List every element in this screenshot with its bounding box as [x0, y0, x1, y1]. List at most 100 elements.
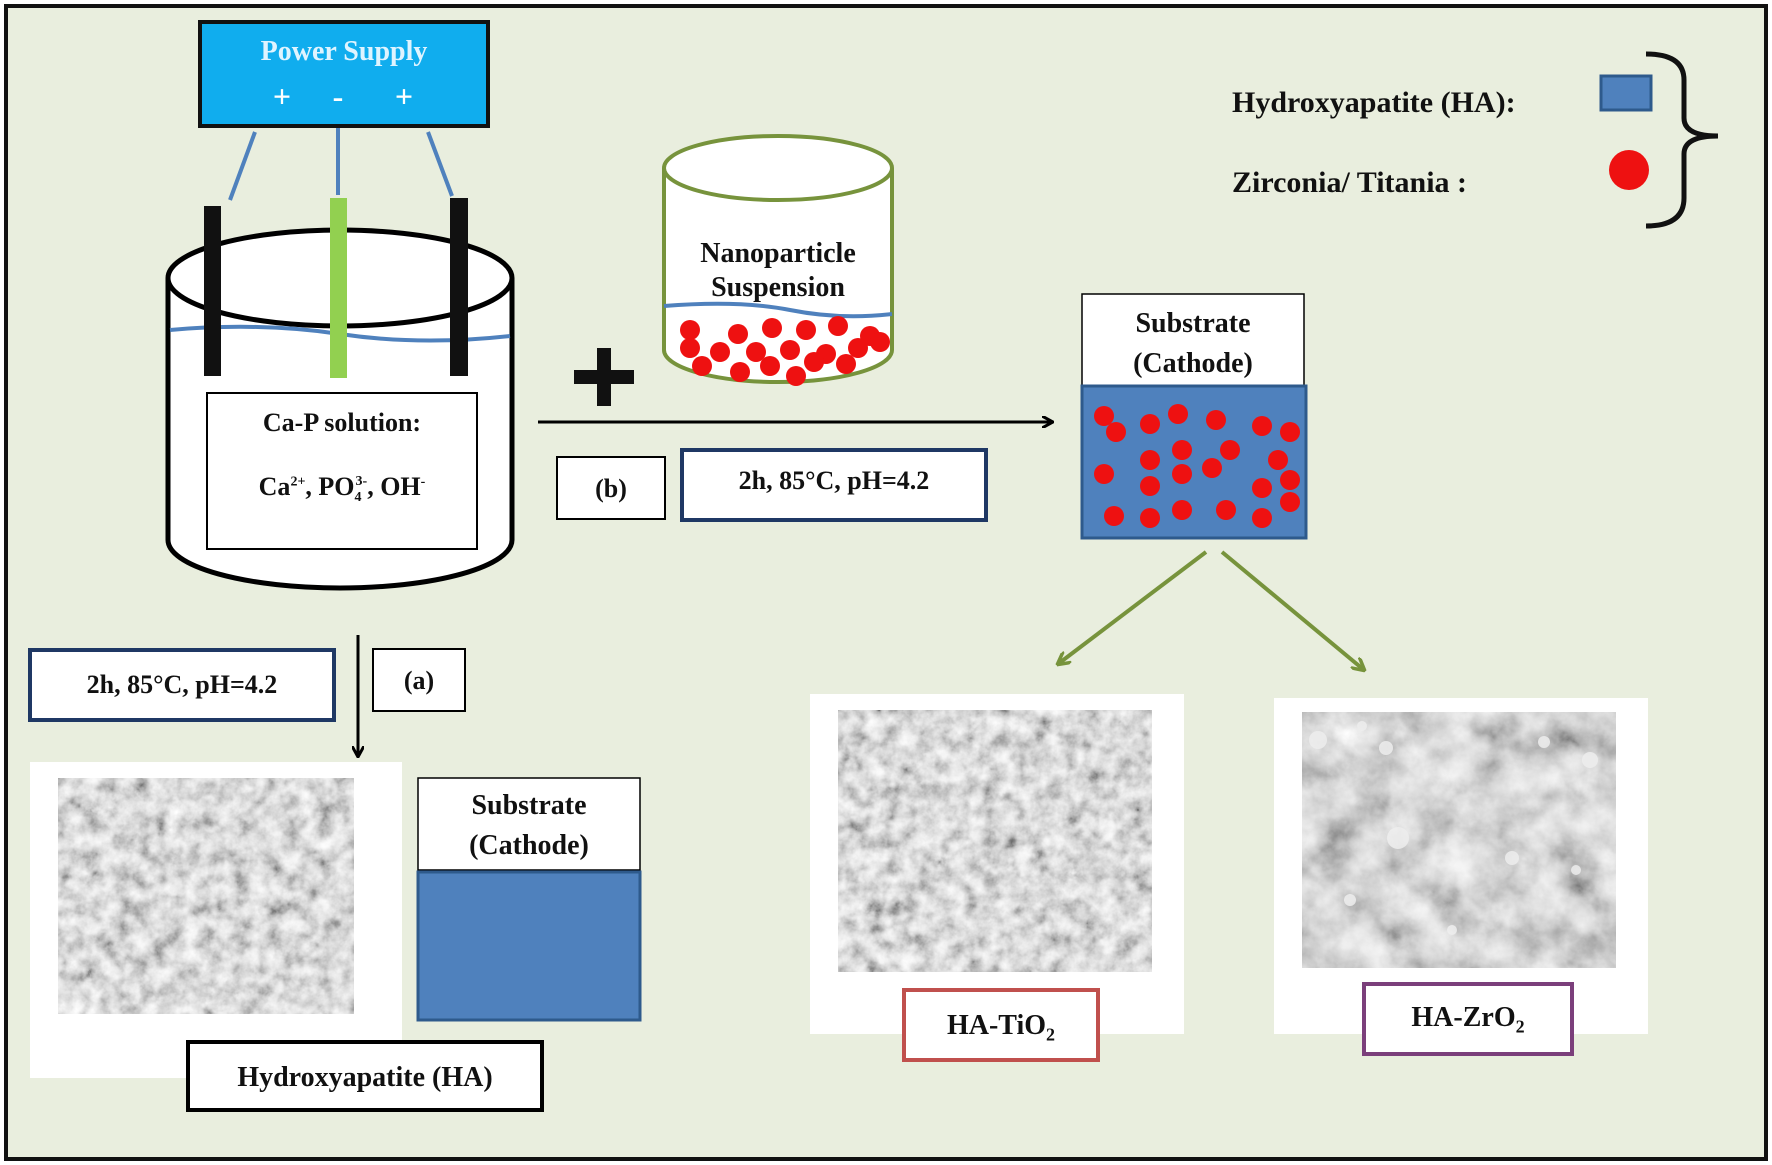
particle: [1206, 410, 1226, 430]
particle: [796, 320, 816, 340]
particle: [1309, 731, 1327, 749]
result-zro2-label: HA-ZrO2: [1366, 1002, 1570, 1038]
legend-ha-swatch: [1599, 74, 1653, 112]
arrow-to-tio2: [1058, 550, 1208, 664]
substrate-top-line1: Substrate: [1135, 308, 1251, 339]
particle: [1140, 450, 1160, 470]
route-b-tag: (b): [595, 474, 627, 503]
ion-po-subscript: 4: [354, 490, 362, 506]
sem-image-tio2: [838, 710, 1152, 972]
substrate-top-line2: (Cathode): [1133, 348, 1253, 379]
route-b-conditions-box: 2h, 85°C, pH=4.2: [680, 448, 988, 522]
result-tio2-text: HA-TiO: [946, 1010, 1047, 1041]
particle: [870, 332, 890, 352]
particle: [1140, 476, 1160, 496]
anode-center: [330, 198, 347, 378]
particle: [1505, 851, 1519, 865]
particle: [1344, 894, 1356, 906]
substrate-top-label-box: [1081, 293, 1305, 387]
particle: [1252, 416, 1272, 436]
result-tio2-subscript: 2: [1046, 1024, 1056, 1045]
particle: [1268, 450, 1288, 470]
cathode-left: [204, 206, 221, 376]
arrow-to-zro2: [1220, 550, 1364, 670]
ion-ca: Ca: [258, 472, 291, 501]
particle: [1094, 406, 1114, 426]
result-tio2-box: HA-TiO2: [902, 988, 1100, 1062]
terminal-plus-left: +: [272, 78, 292, 114]
result-zro2-text: HA-ZrO: [1411, 1002, 1516, 1033]
suspension-line2: Suspension: [711, 272, 845, 303]
wire-right: [426, 131, 454, 197]
particle: [730, 362, 750, 382]
substrate-bottom-line1: Substrate: [471, 790, 587, 821]
sem-image-ha: [58, 778, 354, 1014]
result-zro2-box: HA-ZrO2: [1362, 982, 1574, 1056]
particle: [786, 366, 806, 386]
particle: [848, 338, 868, 358]
particle: [1220, 440, 1240, 460]
result-tio2-label: HA-TiO2: [906, 1010, 1096, 1046]
particle: [1094, 464, 1114, 484]
sem-image-zro2: [1302, 712, 1616, 968]
particle: [1172, 440, 1192, 460]
terminal-minus: -: [332, 78, 344, 114]
ion-po-charge: 3-: [355, 474, 368, 490]
particle: [680, 338, 700, 358]
suspension-particles: [680, 316, 890, 386]
particle: [1379, 741, 1393, 755]
route-a-tag: (a): [403, 666, 435, 695]
cathode-right: [450, 198, 468, 376]
particle: [1280, 422, 1300, 442]
particle: [1202, 458, 1222, 478]
particle: [1140, 508, 1160, 528]
particle: [780, 340, 800, 360]
solution-box: Ca-P solution: Ca2+, PO43-, OH-: [206, 392, 478, 550]
ion-oh: OH: [380, 472, 421, 501]
result-ha-label: Hydroxyapatite (HA): [237, 1062, 493, 1093]
plus-sign-v: [597, 348, 611, 406]
route-a-tag-box: (a): [372, 648, 466, 712]
particle: [1168, 404, 1188, 424]
power-supply-box: [198, 20, 490, 128]
substrate-bottom-line2: (Cathode): [469, 830, 589, 861]
legend-bracket: [1645, 51, 1719, 229]
wire-left: [228, 131, 257, 201]
particle: [1280, 470, 1300, 490]
particle: [1571, 865, 1581, 875]
ion-ca-charge: 2+: [290, 474, 306, 490]
particle: [1538, 736, 1550, 748]
particle: [1357, 721, 1367, 731]
route-a-conditions: 2h, 85°C, pH=4.2: [86, 670, 278, 699]
particle: [762, 318, 782, 338]
ion-oh-charge: -: [420, 474, 426, 490]
beaker-liquid-line: [663, 301, 893, 319]
particle: [1172, 464, 1192, 484]
particle: [692, 356, 712, 376]
particle: [1172, 500, 1192, 520]
power-supply-label: Power Supply: [260, 36, 428, 67]
substrate-bottom-label-box: [417, 777, 641, 871]
zro2-bright-particles: [1309, 721, 1598, 935]
route-b-tag-box: (b): [556, 456, 666, 520]
particle: [1280, 492, 1300, 512]
particle: [804, 352, 824, 372]
substrate-bottom-coating: [416, 870, 642, 1022]
particle: [728, 324, 748, 344]
terminal-plus-right: +: [394, 78, 414, 114]
legend-ha-label: Hydroxyapatite (HA):: [1232, 86, 1516, 119]
particle: [1140, 414, 1160, 434]
particle: [836, 354, 856, 374]
particle: [828, 316, 848, 336]
particle: [1252, 508, 1272, 528]
particle: [760, 356, 780, 376]
solution-title: Ca-P solution:: [262, 408, 422, 437]
solution-ions: Ca2+, PO43-, OH-: [258, 472, 426, 506]
particle: [1104, 506, 1124, 526]
particle: [1216, 500, 1236, 520]
particle: [1252, 478, 1272, 498]
route-b-conditions: 2h, 85°C, pH=4.2: [738, 466, 930, 495]
legend-particle-swatch: [1609, 150, 1649, 190]
result-ha-box: Hydroxyapatite (HA): [186, 1040, 544, 1112]
